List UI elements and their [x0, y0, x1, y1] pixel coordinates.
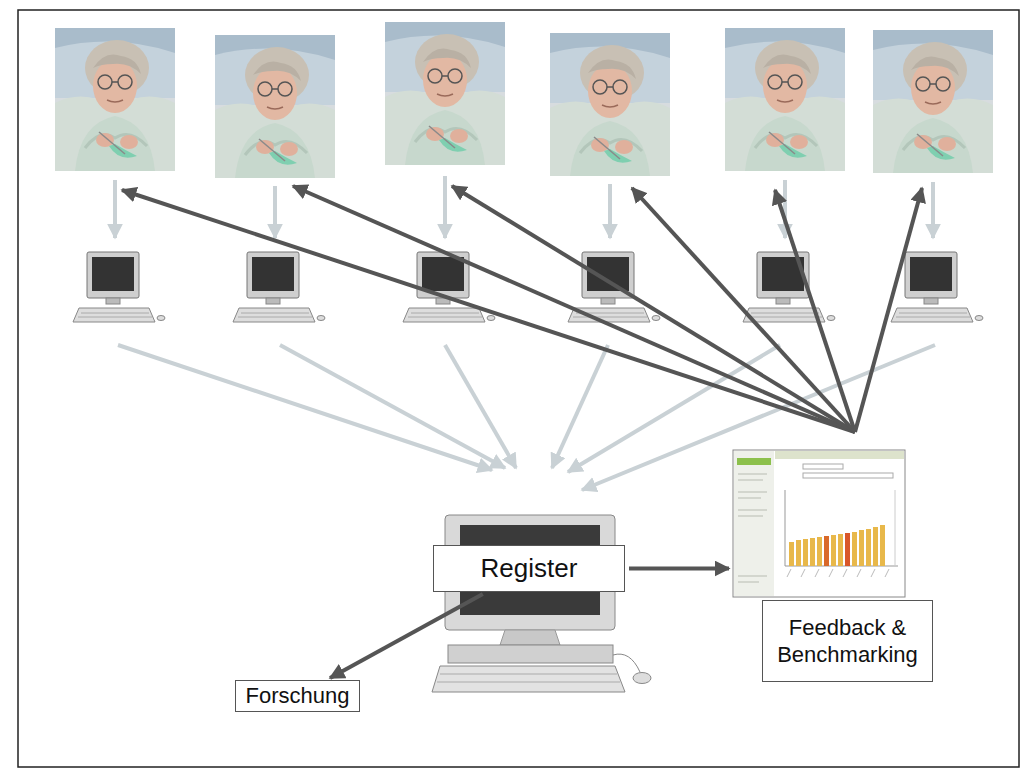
chart-tick-marks-part [829, 569, 833, 577]
chart-axis [895, 490, 896, 566]
patient-photo [873, 30, 993, 173]
label-box: Feedback & Benchmarking [762, 600, 933, 682]
chart-bars-part [838, 534, 843, 566]
feedback-arrow [293, 186, 855, 432]
capture-arrow [113, 180, 117, 238]
capture-arrow [273, 186, 277, 238]
screenshot-lines-part [738, 474, 767, 475]
capture-arrow [931, 182, 935, 238]
upload-arrow [552, 345, 608, 468]
capture-arrow [608, 184, 612, 238]
computer-icon [891, 252, 983, 322]
mouse-cord [613, 654, 640, 672]
screenshot-input [803, 473, 893, 478]
chart-bars-part [789, 542, 794, 566]
screenshot-lines-part [738, 480, 763, 481]
upload-arrow [445, 345, 516, 468]
keyboard-row [440, 674, 617, 675]
feedback-arrow [855, 188, 922, 432]
chart-tick-marks-part [885, 569, 889, 577]
label-box: Forschung [235, 680, 360, 712]
chart-tick-marks-part [843, 569, 847, 577]
chart-bars-part [852, 532, 857, 566]
chart-bars [789, 525, 885, 566]
mouse [633, 673, 651, 684]
chart-bars-part [880, 525, 885, 566]
keyboard-row [437, 682, 620, 683]
flow-arrow [629, 567, 729, 571]
screenshot-lines-part [738, 576, 767, 577]
feedback-group: Feedback & Benchmarking [733, 450, 933, 682]
monitor-stand [500, 630, 560, 645]
chart-bars-part [810, 538, 815, 566]
chart-bars-part [824, 536, 829, 566]
capture-arrow [443, 176, 447, 238]
screenshot-lines-part [738, 498, 761, 499]
chart-tick-marks-part [787, 569, 791, 577]
feedback-arrows [122, 186, 922, 432]
patient-photo [215, 35, 335, 178]
screenshot-lines [738, 474, 767, 582]
screenshot-lines-part [738, 510, 767, 511]
screenshot-frame [733, 450, 905, 597]
node-label: Forschung [246, 682, 350, 710]
feedback-arrow [775, 190, 855, 432]
chart-tick-marks-part [857, 569, 861, 577]
benchmark-screenshot [733, 450, 905, 597]
chart-bars-part [859, 530, 864, 566]
screenshot-lines-part [738, 492, 767, 493]
screenshot-input [803, 464, 843, 469]
chart-bars-part [866, 529, 871, 566]
computer-icon [743, 252, 835, 322]
chart-bars-part [803, 539, 808, 566]
chart-tick-marks-part [871, 569, 875, 577]
computer-icon [73, 252, 165, 322]
chart-tick-marks-part [801, 569, 805, 577]
screenshot-header [775, 451, 904, 459]
screenshot-sidebar [734, 451, 774, 596]
flow-arrow [330, 594, 483, 678]
chart-tick-marks-part [815, 569, 819, 577]
upload-arrow [118, 345, 492, 470]
chart-bars-part [873, 527, 878, 566]
computer-icon [233, 252, 325, 322]
chart-axis [785, 490, 786, 566]
feedback-arrow [632, 188, 855, 432]
patient-photo [550, 33, 670, 176]
node-label: Feedback & Benchmarking [771, 614, 924, 669]
chart-bars-part [831, 535, 836, 566]
screenshot-lines-part [738, 582, 759, 583]
chart-bars-part [796, 540, 801, 566]
patient-photos [55, 22, 993, 178]
keyboard [432, 666, 625, 692]
patient-photo [385, 22, 505, 165]
screenshot-lines-part [738, 516, 763, 517]
feedback-arrow [452, 186, 855, 432]
patient-photo [725, 28, 845, 171]
chart-tick-marks [787, 569, 889, 577]
frame-border [18, 10, 1019, 767]
chart-bars-part [817, 537, 822, 566]
screenshot-bar [737, 458, 771, 465]
chart-bars-part [845, 533, 850, 566]
label-box: Register [433, 545, 625, 592]
upload-arrow [280, 345, 505, 468]
node-label: Register [481, 552, 578, 585]
base-unit [448, 645, 613, 663]
patient-photo [55, 28, 175, 171]
